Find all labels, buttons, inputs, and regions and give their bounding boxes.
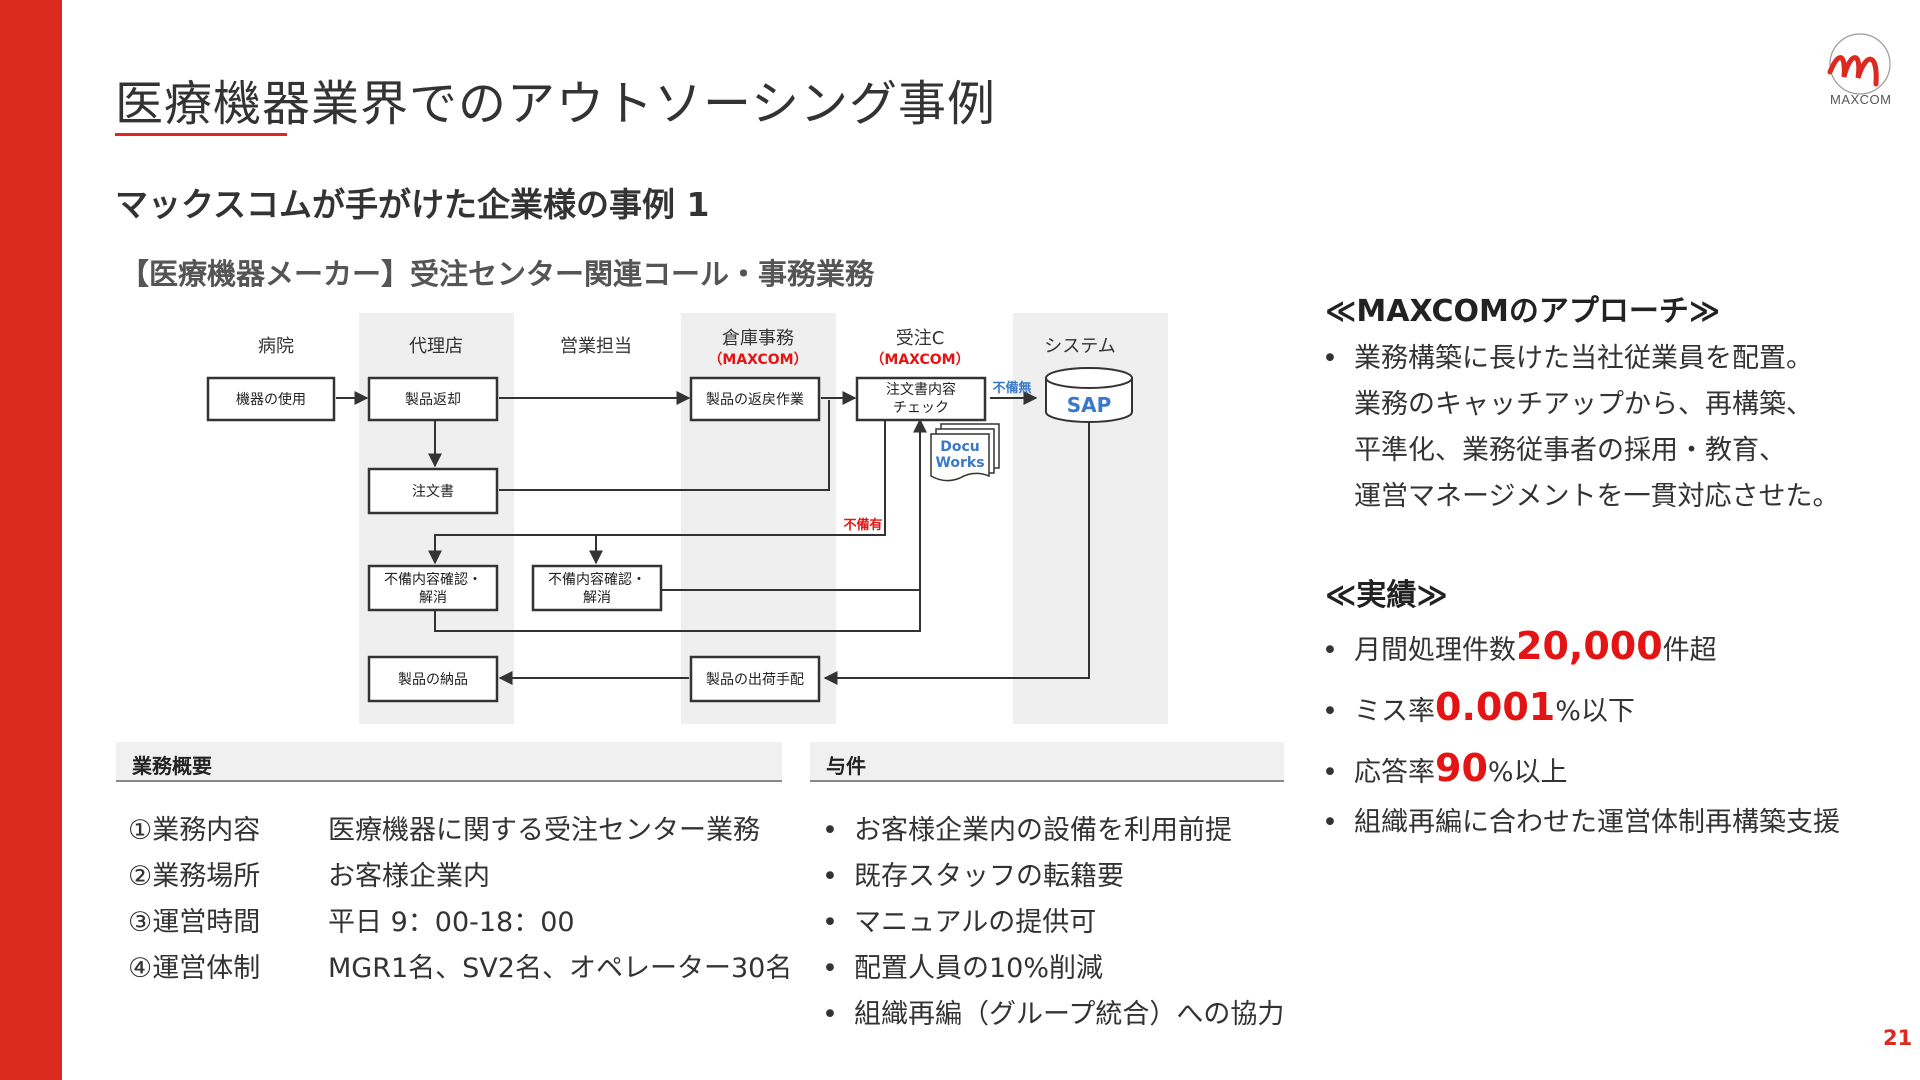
- label-deficiency-sales-1: 不備内容確認・: [548, 571, 646, 588]
- label-shipping: 製品の出荷手配: [706, 672, 804, 688]
- box-delivery: [367, 655, 499, 703]
- page-title: 医療機器業界でのアウトソーシング事例: [115, 76, 997, 132]
- subtitle: マックスコムが手がけた企業様の事例 1: [115, 185, 710, 224]
- results-value: 90: [1435, 746, 1488, 790]
- overview-value: 平日 9：00-18：00: [328, 907, 575, 938]
- results-value: 20,000: [1516, 624, 1663, 668]
- column-header-hospital: 病院: [258, 336, 294, 357]
- column-header-agent: 代理店: [409, 336, 463, 357]
- maxcom-logo: [1827, 33, 1891, 95]
- label-order-check-2: チェック: [893, 400, 949, 416]
- column-note-warehouse: （MAXCOM）: [708, 352, 807, 368]
- approach-line: 運営マネージメントを一貫対応させた。: [1354, 481, 1840, 512]
- box-product-return: [367, 376, 499, 422]
- label-deficiency-agent-2: 解消: [419, 590, 447, 606]
- box-device-use: [206, 376, 336, 422]
- label-product-return: 製品返却: [405, 392, 461, 408]
- box-return-work: [689, 376, 821, 422]
- overview-header: 業務概要: [116, 742, 782, 782]
- case-title: 【医療機器メーカー】受注センター関連コール・事務業務: [120, 257, 875, 291]
- label-order-check-1: 注文書内容: [886, 381, 956, 398]
- sap-database-icon: SAP: [1045, 367, 1133, 423]
- box-order-form: [367, 467, 499, 515]
- overview-value: MGR1名、SV2名、オペレーター30名: [328, 953, 793, 984]
- column-note-order-center: （MAXCOM）: [870, 352, 969, 368]
- box-deficiency-sales: [531, 564, 663, 612]
- business-flow-diagram: 病院 代理店 営業担当 倉庫事務 （MAXCOM） 受注C （MAXCOM） シ…: [206, 313, 1168, 724]
- overview-row: ①業務内容 医療機器に関する受注センター業務: [128, 808, 760, 847]
- column-header-system: システム: [1044, 336, 1115, 357]
- column-header-order-center: 受注C: [896, 328, 945, 349]
- label-no-deficiency: 不備無: [992, 380, 1031, 396]
- overview-label: ②業務場所: [128, 861, 261, 892]
- label-delivery: 製品の納品: [398, 672, 468, 688]
- label-has-deficiency: 不備有: [843, 517, 882, 533]
- box-deficiency-agent: [367, 564, 499, 612]
- conditions-item: •お客様企業内の設備を利用前提: [822, 815, 1232, 846]
- approach-line: 業務のキャッチアップから、再構築、: [1354, 389, 1813, 420]
- label-order-form: 注文書: [412, 484, 454, 500]
- overview-row: ②業務場所 お客様企業内: [128, 854, 490, 893]
- results-heading: ≪実績≫: [1325, 578, 1448, 613]
- results-item: •応答率90%以上: [1322, 746, 1568, 790]
- column-header-warehouse: 倉庫事務: [722, 328, 794, 349]
- column-header-sales: 営業担当: [560, 336, 632, 357]
- docuworks-label-1: Docu: [940, 439, 980, 455]
- overview-heading: 業務概要: [132, 754, 212, 778]
- results-value: 0.001: [1435, 685, 1556, 729]
- docuworks-icon: Docu Works: [930, 423, 1000, 482]
- sap-label: SAP: [1067, 393, 1112, 417]
- results-item: •月間処理件数20,000件超: [1322, 624, 1717, 668]
- approach-heading: ≪MAXCOMのアプローチ≫: [1325, 294, 1721, 329]
- conditions-item: •マニュアルの提供可: [822, 907, 1097, 938]
- overview-label: ④運営体制: [128, 953, 261, 984]
- label-deficiency-agent-1: 不備内容確認・: [384, 571, 482, 588]
- conditions-item: •組織再編（グループ統合）への協力: [822, 999, 1285, 1030]
- label-return-work: 製品の返戻作業: [706, 392, 804, 408]
- title-underline: [115, 133, 287, 136]
- box-order-check: [855, 376, 987, 422]
- overview-label: ①業務内容: [128, 815, 261, 846]
- overview-row: ③運営時間 平日 9：00-18：00: [128, 900, 575, 939]
- overview-value: 医療機器に関する受注センター業務: [328, 815, 760, 846]
- results-item: •組織再編に合わせた運営体制再構築支援: [1322, 807, 1840, 838]
- label-deficiency-sales-2: 解消: [583, 590, 611, 606]
- approach-line: 平準化、業務従事者の採用・教育、: [1354, 435, 1786, 466]
- conditions-item: •既存スタッフの転籍要: [822, 861, 1124, 892]
- label-device-use: 機器の使用: [236, 391, 306, 408]
- results-item: •ミス率0.001%以下: [1322, 685, 1635, 729]
- overview-label: ③運営時間: [128, 907, 261, 938]
- approach-item: •業務構築に長けた当社従業員を配置。: [1322, 343, 1813, 374]
- conditions-heading: 与件: [826, 754, 866, 778]
- conditions-header: 与件: [810, 742, 1284, 782]
- box-shipping: [689, 655, 821, 703]
- left-accent-bar: [0, 0, 62, 1080]
- docuworks-label-2: Works: [935, 455, 984, 471]
- overview-row: ④運営体制 MGR1名、SV2名、オペレーター30名: [128, 946, 792, 985]
- page-number: 21: [1883, 1026, 1913, 1050]
- conditions-item: •配置人員の10%削減: [822, 953, 1104, 984]
- overview-value: お客様企業内: [328, 861, 490, 892]
- logo-text: MAXCOM: [1830, 92, 1892, 107]
